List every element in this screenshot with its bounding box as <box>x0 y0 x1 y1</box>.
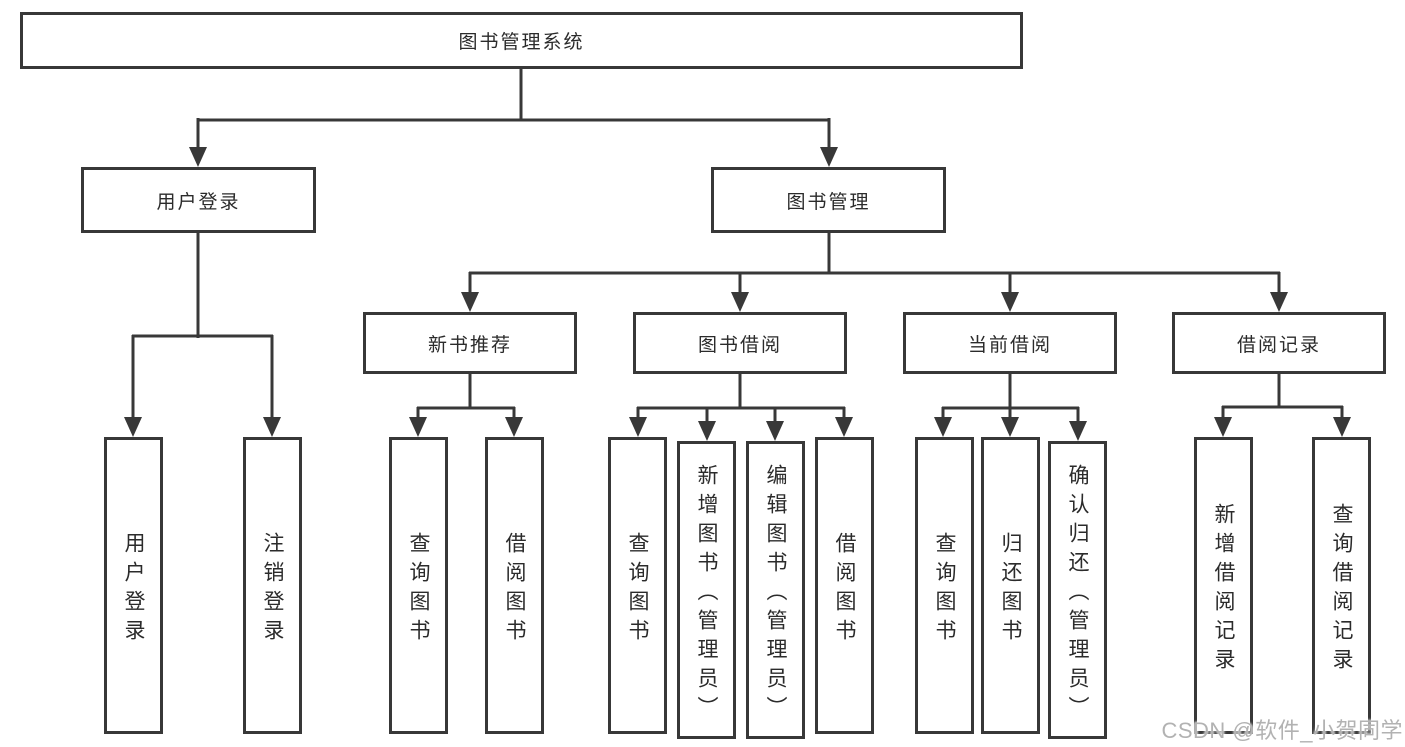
node-label: 图书管理系统 <box>458 32 585 53</box>
arrow-down-icon <box>409 417 427 437</box>
watermark-csdn: CSDN @软件_小贺同学 <box>1161 718 1403 743</box>
arrow-down-icon <box>698 421 716 441</box>
leaf-query-borrow-record: 查询借阅记录 <box>1312 437 1371 734</box>
leaf-label: 借阅图书 <box>833 531 856 648</box>
leaf-return-books: 归还图书 <box>981 437 1040 734</box>
node-label: 当前借阅 <box>967 334 1052 356</box>
leaf-user-login: 用户登录 <box>104 437 163 734</box>
node-book-management: 图书管理 <box>711 167 946 233</box>
leaf-query-books-current: 查询图书 <box>915 437 974 734</box>
connector-path <box>131 69 1344 423</box>
node-library-management-system: 图书管理系统 <box>20 12 1023 69</box>
node-current-borrowing: 当前借阅 <box>903 312 1117 374</box>
arrow-down-icon <box>1001 292 1019 312</box>
leaf-add-borrow-record: 新增借阅记录 <box>1194 437 1253 734</box>
arrow-down-icon <box>934 417 952 437</box>
leaf-label: 查询图书 <box>626 531 649 648</box>
leaf-label: 查询借阅记录 <box>1330 502 1353 677</box>
node-book-borrowing: 图书借阅 <box>633 312 847 374</box>
leaf-edit-book-admin: 编辑图书（管理员） <box>746 441 805 739</box>
arrow-down-icon <box>189 147 207 167</box>
leaf-label: 新增图书（管理员） <box>695 463 718 725</box>
leaf-label: 确认归还（管理员） <box>1066 463 1089 725</box>
arrow-down-icon <box>835 417 853 437</box>
arrow-down-icon <box>1270 292 1288 312</box>
leaf-label: 用户登录 <box>122 531 145 648</box>
leaf-query-books-borrow: 查询图书 <box>608 437 667 734</box>
arrowheads <box>124 147 1351 441</box>
arrow-down-icon <box>1333 417 1351 437</box>
node-label: 借阅记录 <box>1236 334 1321 356</box>
arrow-down-icon <box>124 417 142 437</box>
node-label: 图书管理 <box>786 191 871 213</box>
leaf-label: 新增借阅记录 <box>1212 502 1235 677</box>
arrow-down-icon <box>766 421 784 441</box>
node-borrowing-records: 借阅记录 <box>1172 312 1386 374</box>
arrow-down-icon <box>731 292 749 312</box>
leaf-borrow-books-borrow: 借阅图书 <box>815 437 874 734</box>
leaf-logout: 注销登录 <box>243 437 302 734</box>
leaf-label: 编辑图书（管理员） <box>764 463 787 725</box>
arrow-down-icon <box>629 417 647 437</box>
arrow-down-icon <box>1069 421 1087 441</box>
arrow-down-icon <box>461 292 479 312</box>
leaf-add-book-admin: 新增图书（管理员） <box>677 441 736 739</box>
arrow-down-icon <box>820 147 838 167</box>
leaf-borrow-books-recommend: 借阅图书 <box>485 437 544 734</box>
node-label: 新书推荐 <box>427 334 512 356</box>
leaf-query-books-recommend: 查询图书 <box>389 437 448 734</box>
arrow-down-icon <box>505 417 523 437</box>
arrow-down-icon <box>1001 417 1019 437</box>
leaf-confirm-return-admin: 确认归还（管理员） <box>1048 441 1107 739</box>
leaf-label: 归还图书 <box>999 531 1022 648</box>
node-new-book-recommendation: 新书推荐 <box>363 312 577 374</box>
arrow-down-icon <box>1214 417 1232 437</box>
node-label: 图书借阅 <box>697 334 782 356</box>
node-user-login: 用户登录 <box>81 167 316 233</box>
leaf-label: 借阅图书 <box>503 531 526 648</box>
leaf-label: 查询图书 <box>933 531 956 648</box>
arrow-down-icon <box>263 417 281 437</box>
node-label: 用户登录 <box>156 191 241 213</box>
leaf-label: 查询图书 <box>407 531 430 648</box>
leaf-label: 注销登录 <box>261 531 284 648</box>
